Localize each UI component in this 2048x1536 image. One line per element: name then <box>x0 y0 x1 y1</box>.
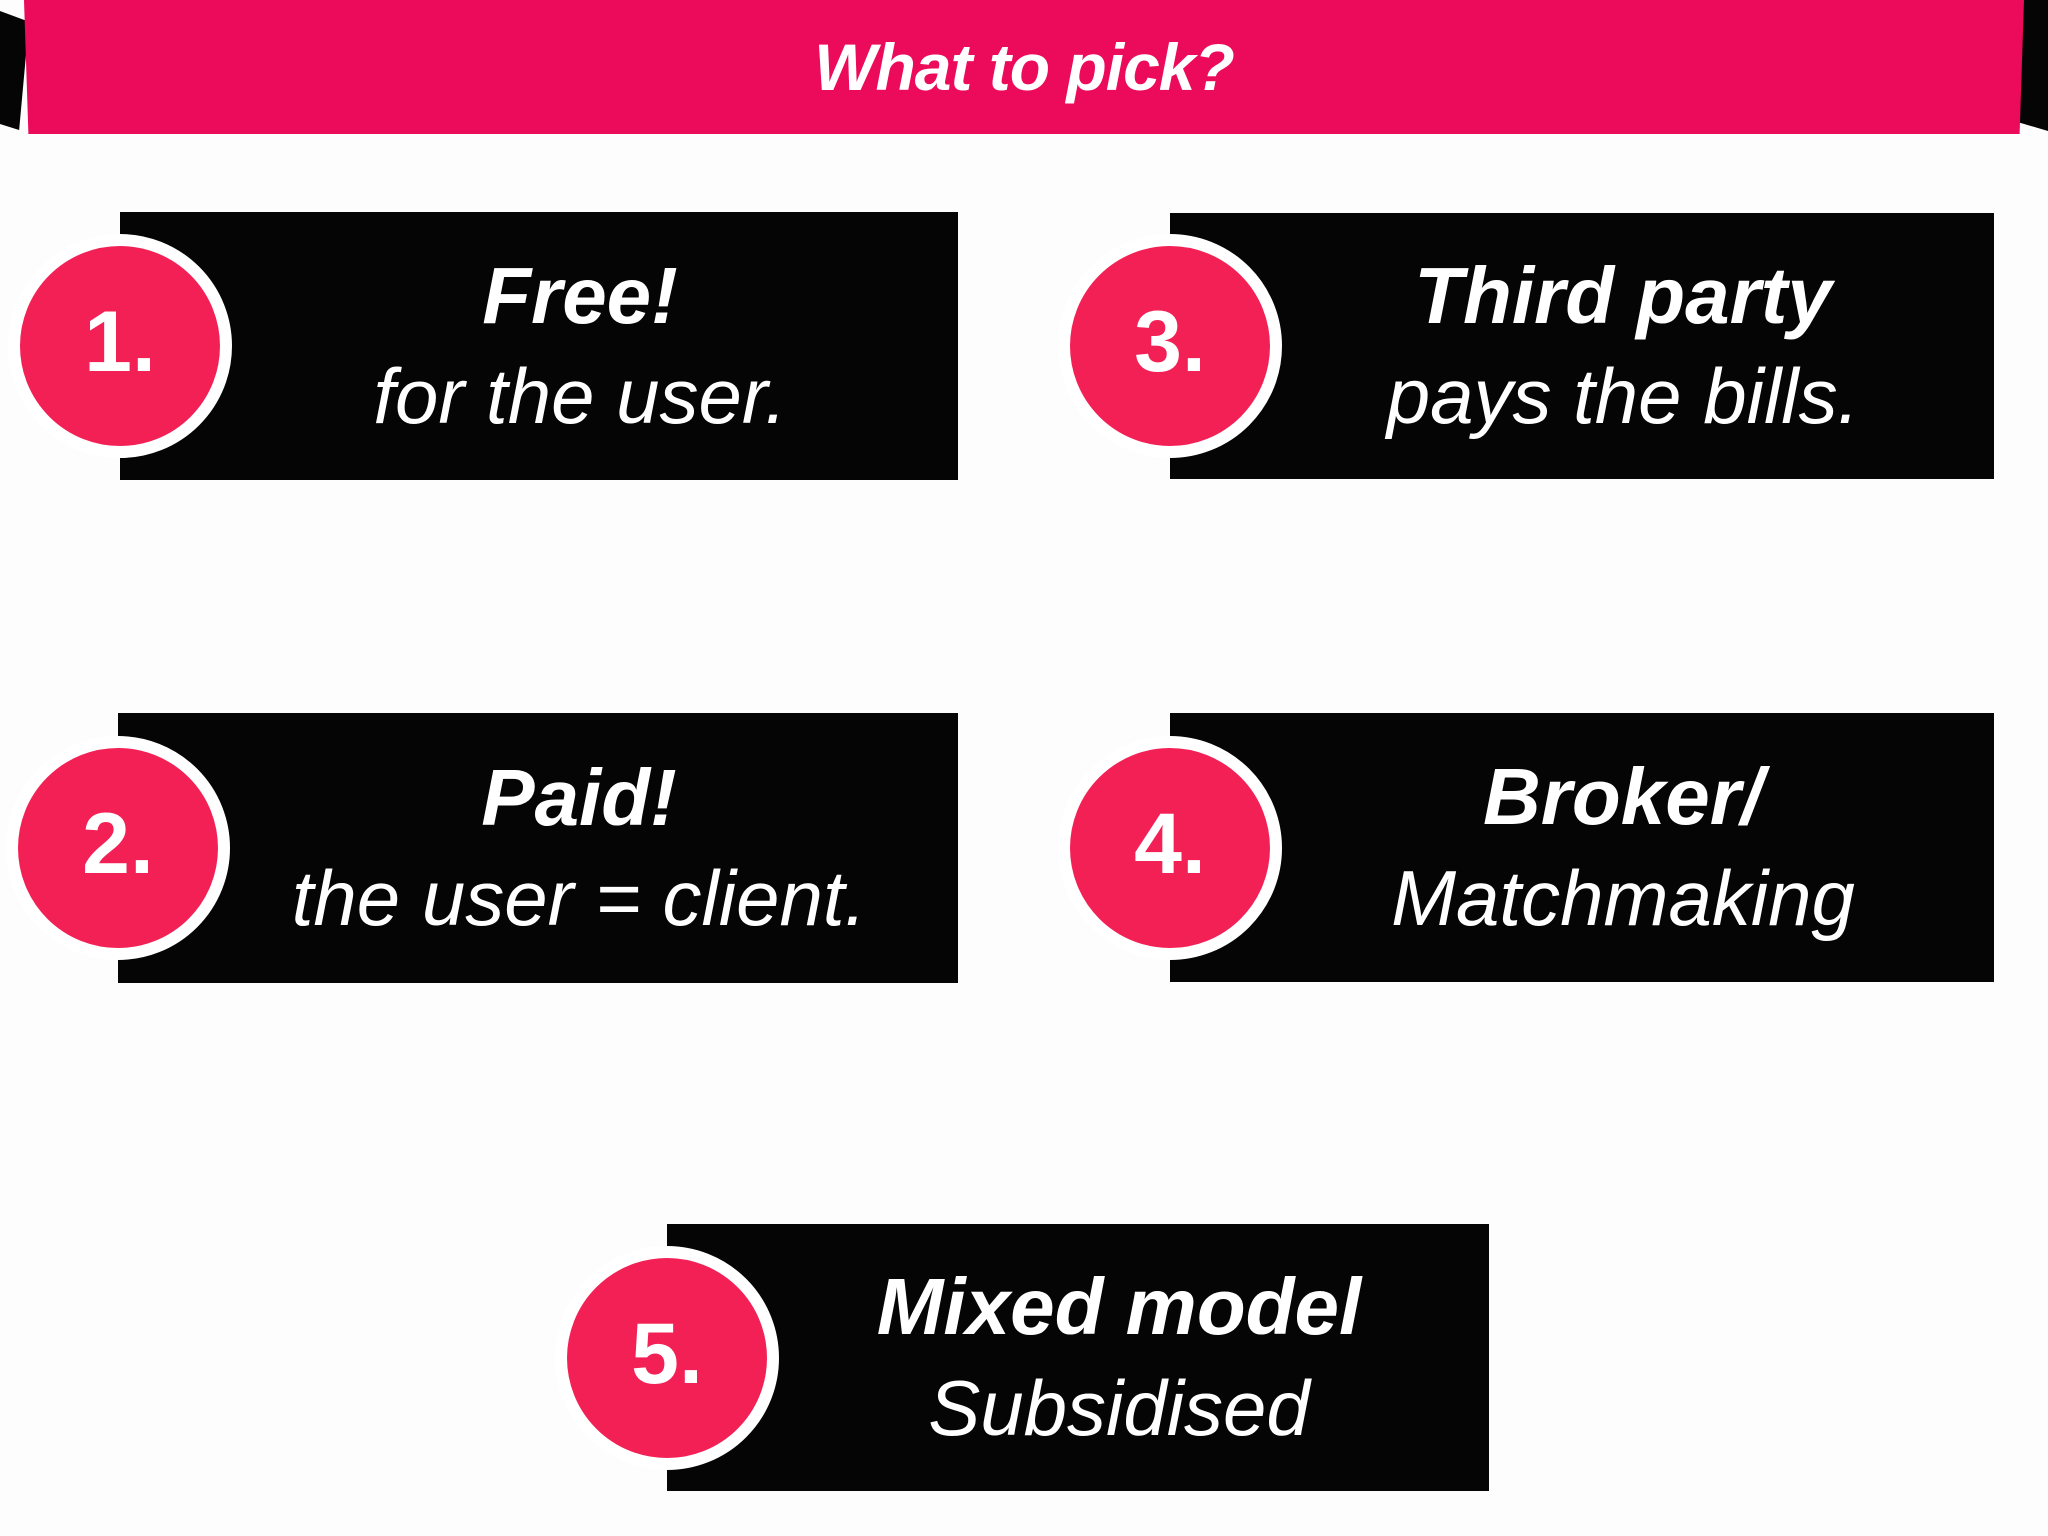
card-subtitle: pays the bills. <box>1386 352 1860 441</box>
number-badge-4: 4. <box>1058 735 1282 960</box>
title-banner: What to pick? <box>24 0 2024 134</box>
number-badge-3: 3. <box>1058 234 1282 458</box>
card-text: Paid! the user = client. <box>118 747 958 949</box>
card-subtitle: for the user. <box>373 352 787 441</box>
option-card-third-party: 3. Third party pays the bills. <box>1058 213 1994 479</box>
card-text: Third party pays the bills. <box>1170 245 1994 447</box>
badge-number: 3. <box>1134 294 1206 390</box>
number-badge-5: 5. <box>555 1245 779 1470</box>
number-badge-1: 1. <box>8 234 232 458</box>
ribbon-end-left <box>0 11 29 130</box>
card-subtitle: Subsidised <box>928 1363 1310 1452</box>
card-title: Mixed model <box>876 1262 1362 1352</box>
card-text: Broker/ Matchmaking <box>1170 746 1994 948</box>
badge-number: 2. <box>82 796 154 892</box>
card-text: Free! for the user. <box>120 245 958 447</box>
card-title: Third party <box>1414 250 1832 340</box>
page-title: What to pick? <box>814 30 1235 104</box>
card-subtitle: the user = client. <box>291 854 867 943</box>
card-title: Broker/ <box>1482 752 1764 842</box>
badge-number: 5. <box>631 1305 703 1402</box>
number-badge-2: 2. <box>6 736 230 960</box>
option-card-paid: 2. Paid! the user = client. <box>6 713 958 983</box>
option-card-free: 1. Free! for the user. <box>8 212 958 480</box>
card-text: Mixed model Subsidised <box>667 1256 1489 1458</box>
card-title: Free! <box>482 250 678 340</box>
badge-number: 4. <box>1134 795 1206 892</box>
option-card-mixed: 5. Mixed model Subsidised <box>555 1224 1489 1491</box>
card-subtitle: Matchmaking <box>1391 853 1855 942</box>
card-title: Paid! <box>481 752 677 842</box>
option-card-broker: 4. Broker/ Matchmaking <box>1058 713 1994 982</box>
badge-number: 1. <box>84 294 156 390</box>
